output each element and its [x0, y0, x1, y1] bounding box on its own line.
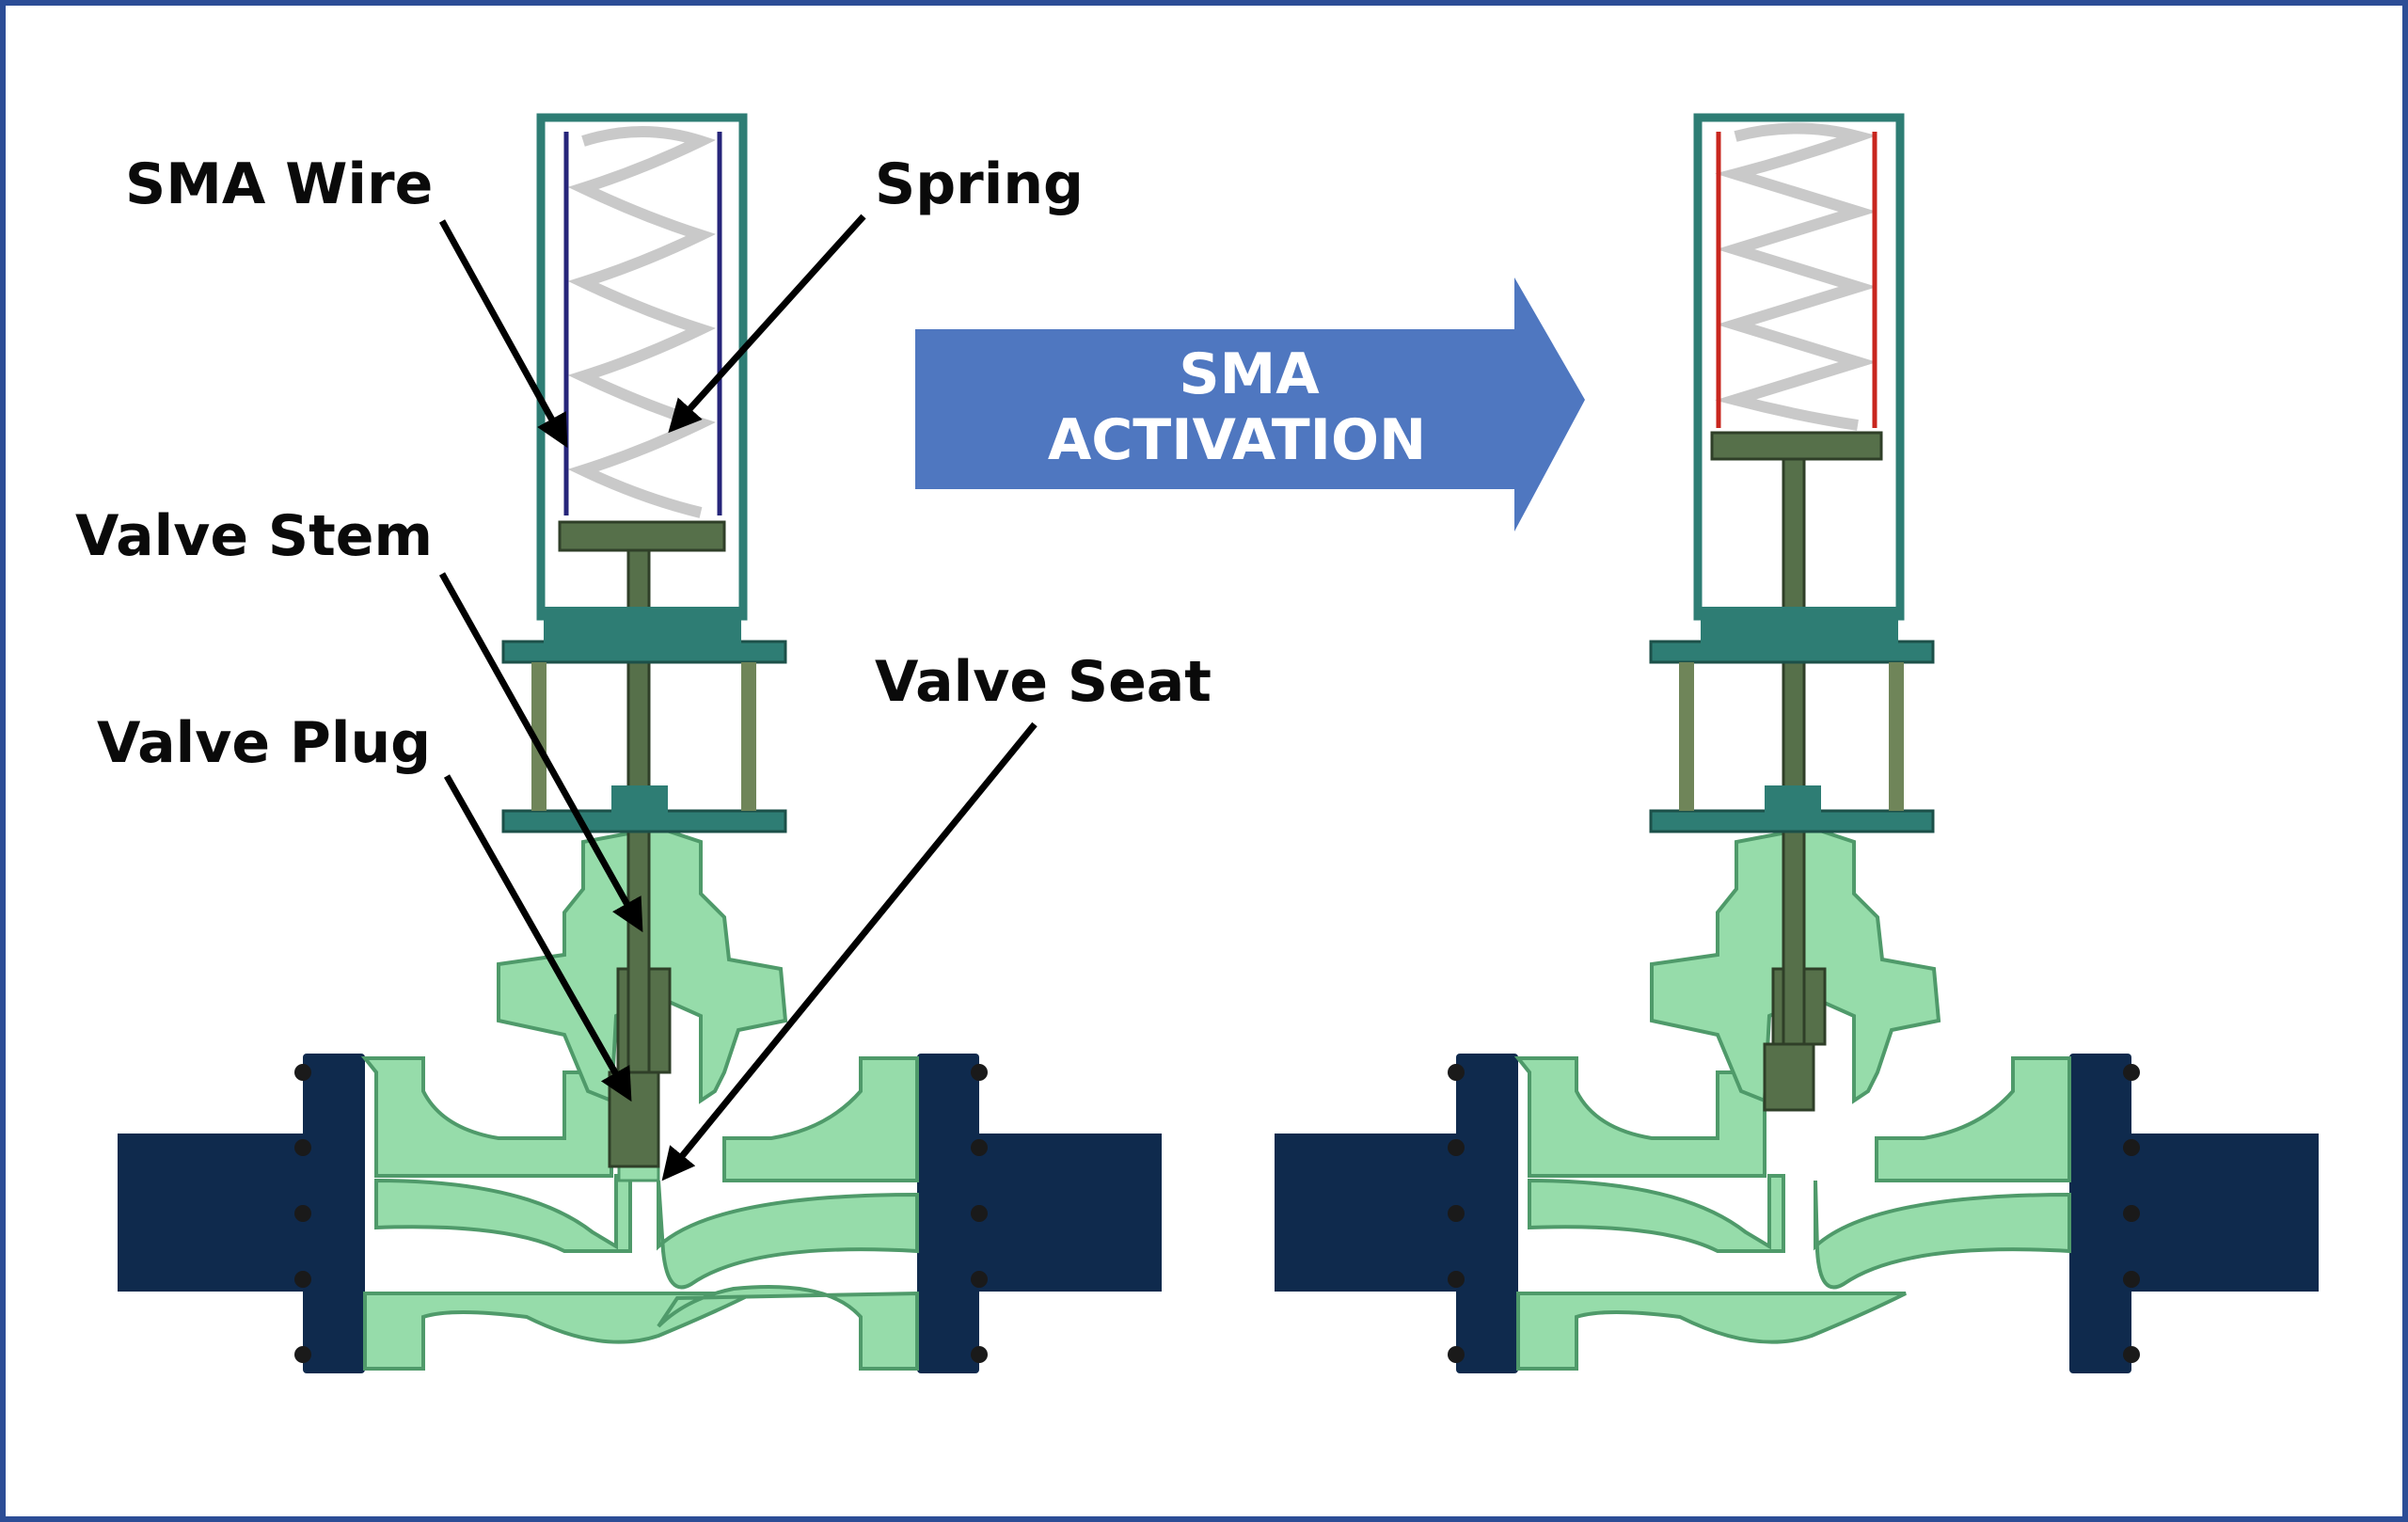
label-sma-wire-text: SMA Wire [125, 151, 433, 217]
label-sma-wire: SMA Wire [125, 151, 568, 449]
label-spring-text: Spring [875, 151, 1084, 217]
spring [1715, 122, 1877, 431]
inlet-pipe [118, 1134, 310, 1292]
yoke [501, 640, 787, 833]
label-valve-seat-text: Valve Seat [875, 649, 1212, 715]
label-spring: Spring [668, 151, 1084, 434]
label-valve-plug-text: Valve Plug [97, 710, 431, 776]
label-valve-seat: Valve Seat [661, 649, 1212, 1181]
actuator-housing [1693, 113, 1905, 644]
actuator-housing [536, 113, 748, 644]
inlet-pipe [1275, 1134, 1467, 1292]
spring [567, 126, 717, 518]
activation-arrow: SMA ACTIVATION [915, 277, 1585, 531]
outlet-pipe [2126, 1134, 2319, 1292]
arrow-text-line1: SMA [1179, 341, 1320, 407]
yoke [1649, 640, 1935, 833]
sma-wire [563, 132, 722, 515]
label-valve-stem-text: Valve Stem [75, 503, 433, 569]
valve-stem [1782, 450, 1806, 1046]
left-flange [1448, 1054, 1518, 1373]
right-flange [2069, 1054, 2140, 1373]
valve-closed [118, 113, 1162, 1373]
valve-plug [608, 1070, 660, 1168]
sma-wire [1716, 132, 1877, 428]
right-flange [917, 1054, 988, 1373]
arrow-text-line2: ACTIVATION [1048, 407, 1426, 473]
outlet-pipe [969, 1134, 1162, 1292]
valve-open [1275, 113, 2319, 1373]
label-valve-plug: Valve Plug [97, 710, 632, 1102]
left-flange [294, 1054, 365, 1373]
label-valve-stem: Valve Stem [75, 503, 643, 933]
valve-plug [1763, 1042, 1815, 1112]
